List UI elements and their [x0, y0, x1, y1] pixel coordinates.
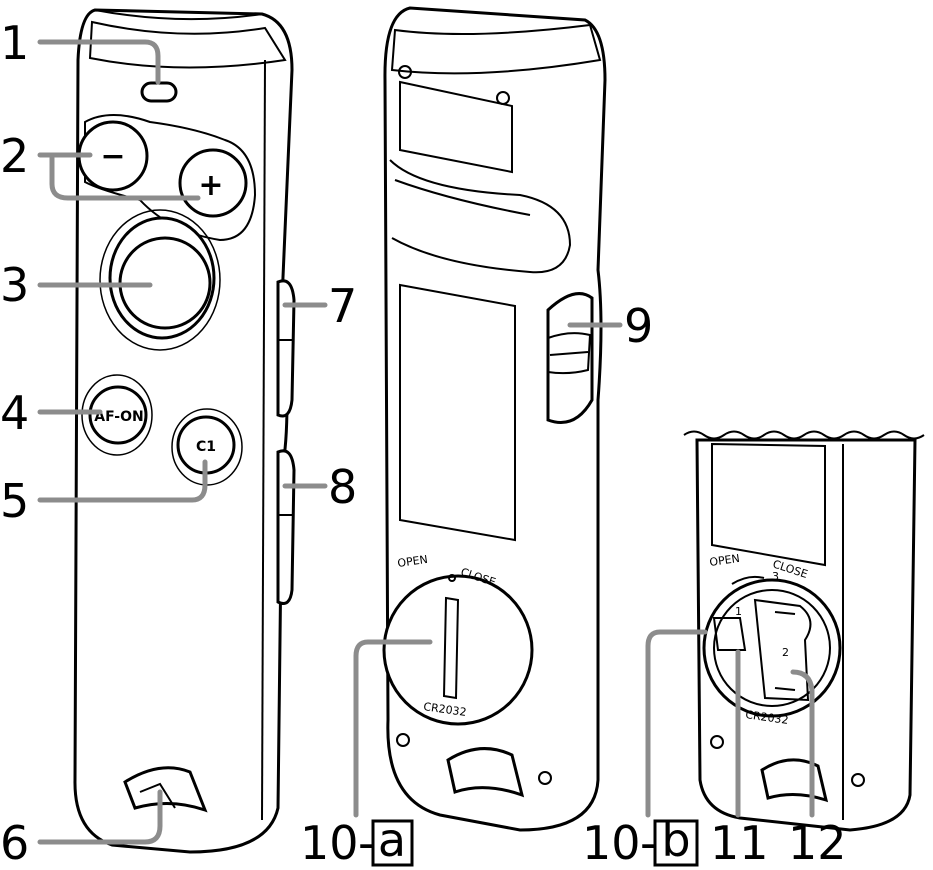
callout-1: 1 [0, 16, 29, 70]
callout-5: 5 [0, 474, 29, 528]
battery-cover-b-open-label: OPEN [709, 552, 741, 569]
front-body-top-face [88, 20, 287, 69]
leader-5 [37, 459, 208, 503]
callout-12: 12 [788, 816, 847, 870]
callout-numbers: 1 2 3 4 5 6 7 8 9 10 - a 10 - b 11 12 [0, 16, 847, 870]
detail-screw-right [851, 773, 865, 787]
rear-label-area [399, 283, 516, 542]
battery-cover-b[interactable] [702, 578, 842, 718]
rear-view: OPEN CLOSE CR2032 [382, 6, 607, 832]
battery-cover-a-index-mark [448, 574, 456, 582]
zoom-plus-label: + [198, 168, 223, 203]
battery-cover-b-inner-ring [713, 589, 831, 707]
channel-switch[interactable] [546, 292, 594, 424]
leader-10a [353, 639, 433, 818]
detail-strap-hole [760, 758, 829, 803]
af-on-label: AF-ON [94, 409, 143, 425]
callout-10b-dash: - [640, 816, 657, 870]
front-body-top-ridge [94, 9, 263, 21]
rear-body-top-face [390, 23, 602, 75]
detail-view: OPEN CLOSE CR2032 1 2 3 [683, 430, 925, 832]
callout-10b-letter-box [653, 819, 699, 867]
callout-3: 3 [0, 258, 29, 312]
battery-step-2-label: 2 [782, 646, 789, 659]
callout-10a-number: 10 [300, 816, 359, 870]
shutter-button-outer-ring [99, 209, 221, 351]
battery-step-1-label: 1 [735, 605, 742, 618]
callout-4: 4 [0, 386, 29, 440]
focus-hold-switch[interactable] [276, 279, 296, 418]
leader-10b [645, 629, 708, 818]
leader-6 [37, 789, 163, 845]
c1-label: C1 [196, 439, 216, 455]
strap-hole [123, 766, 208, 813]
rear-label-window [399, 80, 513, 174]
callout-10b-letter: b [661, 813, 690, 867]
callout-2: 2 [0, 129, 29, 183]
af-on-button[interactable] [88, 385, 148, 445]
callout-7: 7 [328, 279, 357, 333]
leader-lines [37, 39, 815, 845]
rear-strap-hole [446, 747, 525, 798]
leader-2-plus [49, 155, 201, 201]
strap-hole-inner [139, 782, 176, 809]
rear-screw-bottom-left [396, 733, 410, 747]
callout-10a-letter-box [371, 819, 414, 867]
zoom-minus-label: − [100, 139, 125, 174]
rear-clip-band [389, 159, 572, 274]
leader-1 [37, 39, 161, 85]
battery-tray-rib-2 [774, 687, 796, 691]
rear-screw-bottom-right [538, 771, 552, 785]
battery-cover-b-model-label: CR2032 [745, 708, 790, 727]
detail-screw-left [710, 735, 724, 749]
callout-9: 9 [624, 299, 653, 353]
callout-8: 8 [328, 460, 357, 514]
detail-cut-line [683, 430, 925, 440]
leader-12 [790, 669, 815, 818]
rear-screw-left [398, 65, 412, 79]
battery-step-3-label: 3 [772, 570, 779, 583]
callout-10b-number: 10 [582, 816, 641, 870]
battery-latch[interactable] [712, 617, 747, 651]
front-view: − + AF-ON C1 [73, 8, 296, 854]
callout-6: 6 [0, 816, 29, 870]
battery-cover-a-model-label: CR2032 [423, 700, 468, 719]
callout-10a-letter: a [378, 813, 406, 867]
battery-tray-rib-1 [774, 611, 796, 615]
callout-10a-dash: - [358, 816, 375, 870]
indicator-lamp [140, 81, 178, 103]
front-body-edge-line [261, 59, 266, 821]
callout-11: 11 [710, 816, 769, 870]
battery-cover-a-open-label: OPEN [397, 553, 429, 570]
battery-rotate-arrow [731, 575, 765, 585]
rear-clip-band-inner [394, 179, 531, 216]
shooting-lock-switch[interactable] [276, 449, 296, 605]
battery-cover-a-slot [442, 596, 460, 700]
battery-cover-a[interactable] [382, 574, 534, 726]
detail-label-area [711, 442, 826, 567]
channel-switch-ridge [549, 351, 589, 356]
channel-switch-slider [547, 332, 592, 375]
af-on-button-recess [81, 374, 153, 456]
